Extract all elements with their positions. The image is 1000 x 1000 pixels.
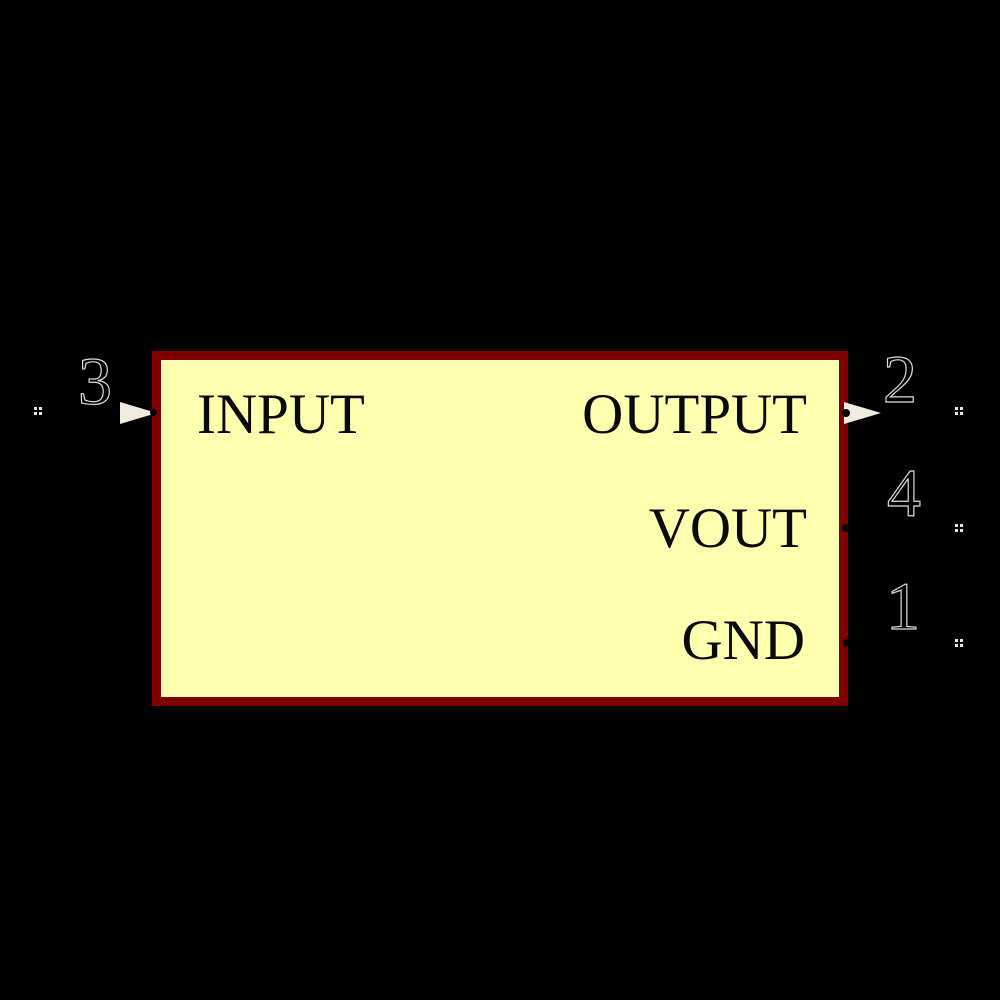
pin-number-2: 2 bbox=[882, 341, 917, 417]
output-pin-attribute-marker bbox=[955, 407, 958, 410]
gnd-pin-endpoint-dot[interactable] bbox=[843, 639, 851, 647]
pin-label-output: OUTPUT bbox=[582, 383, 807, 446]
vout-pin-attribute-marker bbox=[955, 524, 958, 527]
input-pin-endpoint-dot[interactable] bbox=[150, 409, 157, 416]
pin-label-input: INPUT bbox=[197, 383, 365, 446]
component-body[interactable] bbox=[152, 351, 848, 706]
input-pin-attribute-marker bbox=[34, 407, 37, 410]
output-pin-endpoint-dot[interactable] bbox=[842, 409, 850, 417]
pin-number-1: 1 bbox=[885, 568, 920, 644]
input-pin-arrow-icon[interactable] bbox=[120, 402, 157, 424]
pin-label-gnd: GND bbox=[681, 609, 806, 672]
pin-label-vout: VOUT bbox=[648, 497, 807, 560]
pin-number-3: 3 bbox=[77, 343, 112, 419]
gnd-pin-attribute-marker bbox=[955, 639, 958, 642]
pin-number-4: 4 bbox=[886, 455, 921, 531]
vout-pin-endpoint-dot[interactable] bbox=[842, 524, 850, 532]
output-pin-arrow-icon[interactable] bbox=[844, 402, 881, 424]
